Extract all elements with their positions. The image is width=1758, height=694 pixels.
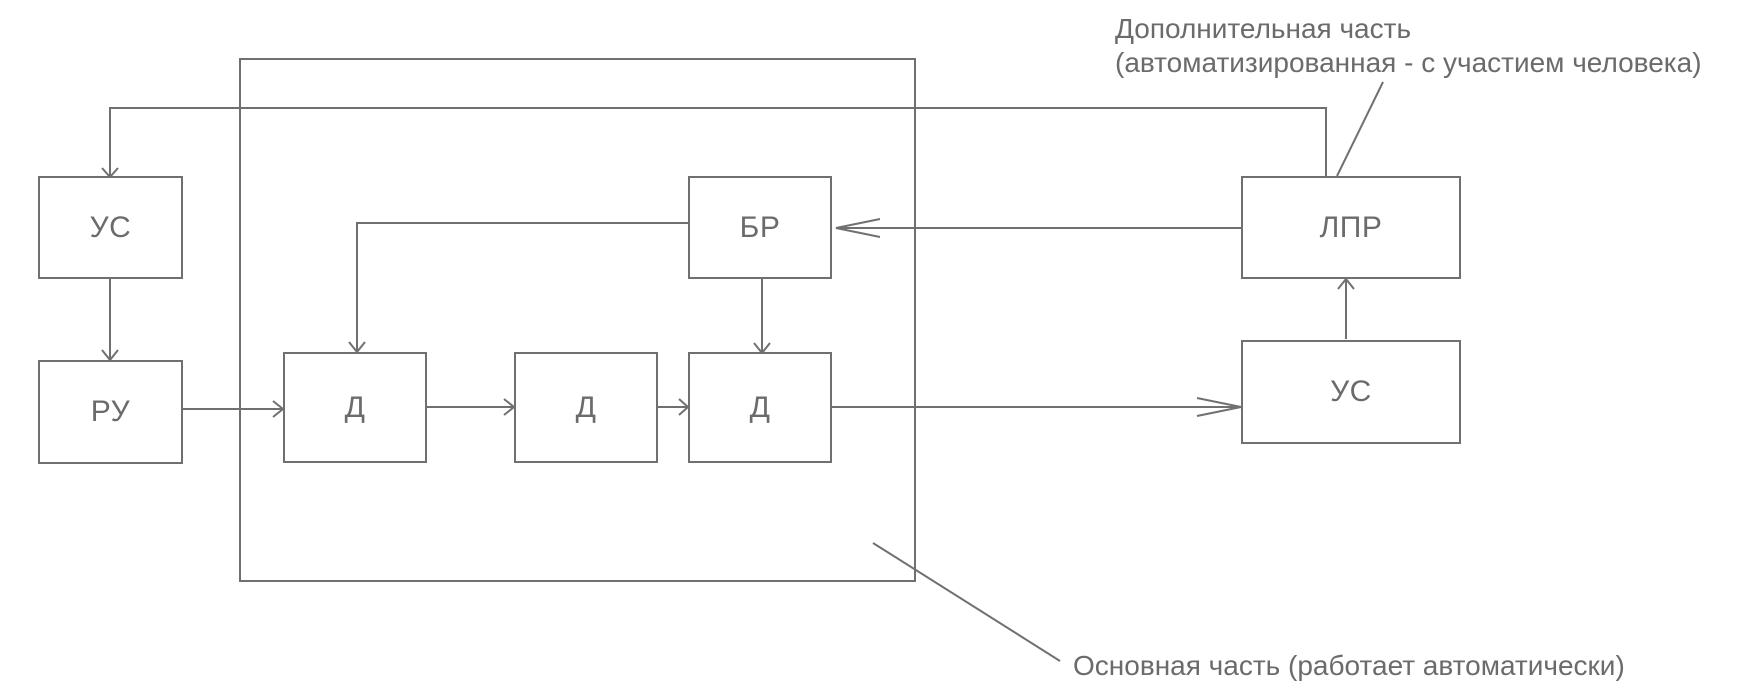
ru-label: РУ (90, 395, 131, 428)
extra-part-caption-line2: (автоматизированная - с участием человек… (1115, 47, 1702, 78)
d2-label: Д (575, 390, 597, 424)
d3-box: Д (688, 352, 832, 463)
lpr-box: ЛПР (1241, 176, 1461, 279)
ru-box: РУ (38, 360, 183, 464)
us-left-label: УС (89, 210, 132, 244)
us-right-label: УС (1330, 375, 1372, 408)
extra-part-caption-line1: Дополнительная часть (1115, 13, 1412, 44)
us-left-box: УС (38, 176, 183, 279)
extra-part-caption: Дополнительная часть (автоматизированная… (1115, 12, 1702, 80)
d3-label: Д (749, 390, 771, 424)
lpr-to-br-arrowhead (835, 218, 881, 238)
main-part-caption: Основная часть (работает автоматически) (1073, 649, 1625, 683)
d2-box: Д (514, 352, 658, 463)
main-part-frame (239, 58, 916, 582)
lpr-label: ЛПР (1319, 210, 1383, 244)
main-part-caption-text: Основная часть (работает автоматически) (1073, 650, 1625, 681)
br-box: БР (688, 176, 832, 279)
us-right-to-lpr-arrowhead (1337, 277, 1355, 290)
extra-part-leader (1336, 81, 1384, 177)
us-right-box: УС (1241, 340, 1461, 444)
feedback-line (109, 107, 1327, 176)
d1-box: Д (283, 352, 427, 463)
br-label: БР (739, 210, 781, 244)
d1-label: Д (344, 390, 366, 424)
br-to-d1-line (356, 222, 688, 351)
main-part-leader (872, 542, 1061, 662)
